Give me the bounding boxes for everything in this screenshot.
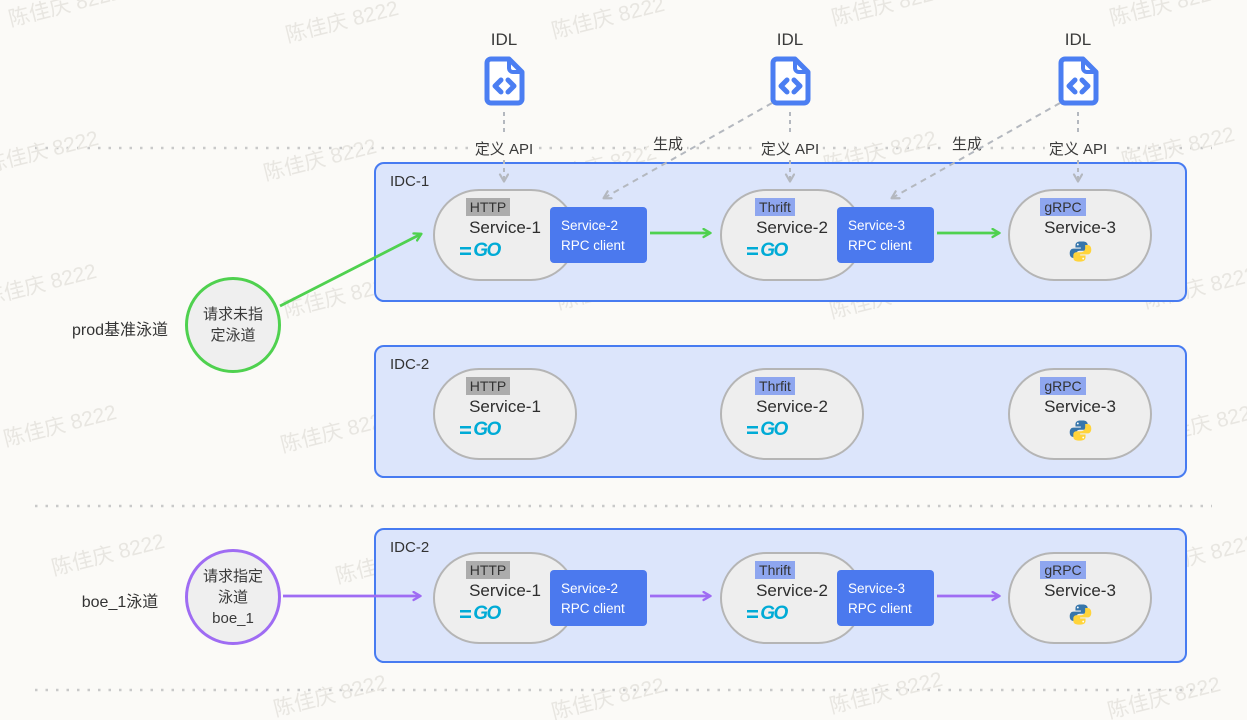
service-node-service3: gRPC Service-3 [1008,552,1152,644]
golang-logo-icon: GO [747,418,788,442]
request-circle-boe1: 请求指定 泳道 boe_1 [185,549,281,645]
protocol-tag: Thrift [755,561,795,579]
watermark-text: 陈佳庆 8222 [829,0,947,31]
protocol-tag: Thrfit [755,377,795,395]
watermark-text: 陈佳庆 8222 [1105,672,1223,720]
circle-text-line: boe_1 [212,609,254,627]
rpc-client-line1: Service-3 [848,580,906,596]
idc-box-2: IDC-2 HTTP Service-1 GO Thrfit Service-2… [374,345,1187,478]
protocol-tag: HTTP [465,377,511,395]
rpc-client-box-service3: Service-3 RPC client [837,570,934,626]
protocol-tag: gRPC [1040,377,1086,395]
idl-file-2: IDL [740,30,840,111]
watermark-text: 陈佳庆 8222 [6,0,124,32]
golang-logo-icon: GO [460,602,501,626]
idl-file-1: IDL [454,30,554,111]
swimlane-label-prod: prod基准泳道 [71,322,169,339]
watermark-text: 陈佳庆 8222 [1,400,119,452]
idc-label: IDC-2 [390,356,430,373]
watermark-text: 陈佳庆 8222 [549,673,667,720]
idc-label: IDC-1 [390,173,430,190]
python-logo-icon [1069,418,1092,442]
idl-title: IDL [490,30,518,49]
service-name: Service-1 [469,397,541,416]
service-name: Service-2 [756,397,828,416]
idl-file-icon [481,56,528,106]
rpc-client-line2: RPC client [848,600,912,616]
protocol-tag: Thrift [755,198,795,216]
service-node-service1: HTTP Service-1 GO [433,368,577,460]
protocol-tag: gRPC [1040,198,1086,216]
rpc-client-line1: Service-3 [848,217,906,233]
rpc-client-box-service3: Service-3 RPC client [837,207,934,263]
idl-title: IDL [776,30,804,49]
service-name: Service-2 [756,581,828,600]
circle-text-line: 请求未指 [202,306,263,323]
protocol-tag: HTTP [465,561,511,579]
service-name: Service-3 [1044,397,1116,416]
golang-logo-icon: GO [460,239,501,263]
watermark-text: 陈佳庆 8222 [283,0,401,48]
service-name: Service-3 [1044,581,1116,600]
service-node-service3: gRPC Service-3 [1008,368,1152,460]
service-name: Service-1 [469,581,541,600]
service-node-service1: HTTP Service-1 GO [433,189,577,281]
generate-label-1: 生成 [648,133,688,154]
rpc-client-line1: Service-2 [561,217,619,233]
service-name: Service-2 [756,218,828,237]
define-api-label-3: 定义 API [1044,138,1112,159]
service-name: Service-1 [469,218,541,237]
golang-logo-icon: GO [460,418,501,442]
rpc-client-line1: Service-2 [561,580,619,596]
idc-label: IDC-2 [390,539,430,556]
protocol-tag: HTTP [465,198,511,216]
idl-file-icon [1055,56,1102,106]
define-api-label-2: 定义 API [756,138,824,159]
circle-text-line: 泳道 [217,588,248,606]
request-circle-no-lane: 请求未指 定泳道 [185,277,281,373]
rpc-client-line2: RPC client [561,600,625,616]
circle-text-line: 请求指定 [202,567,263,585]
idc-box-1: IDC-1 HTTP Service-1 GO Thrift Service-2… [374,162,1187,302]
service-node-service2: Thrfit Service-2 GO [720,368,864,460]
idl-title: IDL [1064,30,1092,49]
rpc-client-box-service2: Service-2 RPC client [550,207,647,263]
watermark-text: 陈佳庆 8222 [49,529,167,581]
idc-box-3: IDC-2 HTTP Service-1 GO Thrift Service-2… [374,528,1187,663]
python-logo-icon [1069,602,1092,626]
watermark-text: 陈佳庆 8222 [1107,0,1225,31]
watermark-text: 陈佳庆 8222 [271,670,389,720]
service-node-service3: gRPC Service-3 [1008,189,1152,281]
python-logo-icon [1069,239,1092,263]
watermark-text: 陈佳庆 8222 [549,0,667,44]
swimlane-label-boe1: boe_1泳道 [81,594,159,611]
watermark-text: 陈佳庆 8222 [827,667,945,719]
define-api-label-1: 定义 API [470,138,538,159]
idl-file-icon [767,56,814,106]
generate-label-2: 生成 [947,133,987,154]
rpc-client-line2: RPC client [848,237,912,253]
watermark-text: 陈佳庆 8222 [0,259,99,311]
golang-logo-icon: GO [747,239,788,263]
golang-logo-icon: GO [747,602,788,626]
circle-text-line: 定泳道 [210,327,256,344]
rpc-client-line2: RPC client [561,237,625,253]
service-name: Service-3 [1044,218,1116,237]
watermark-text: 陈佳庆 8222 [261,134,379,186]
protocol-tag: gRPC [1040,561,1086,579]
idl-file-3: IDL [1028,30,1128,111]
rpc-client-box-service2: Service-2 RPC client [550,570,647,626]
watermark-text: 陈佳庆 8222 [0,126,101,178]
